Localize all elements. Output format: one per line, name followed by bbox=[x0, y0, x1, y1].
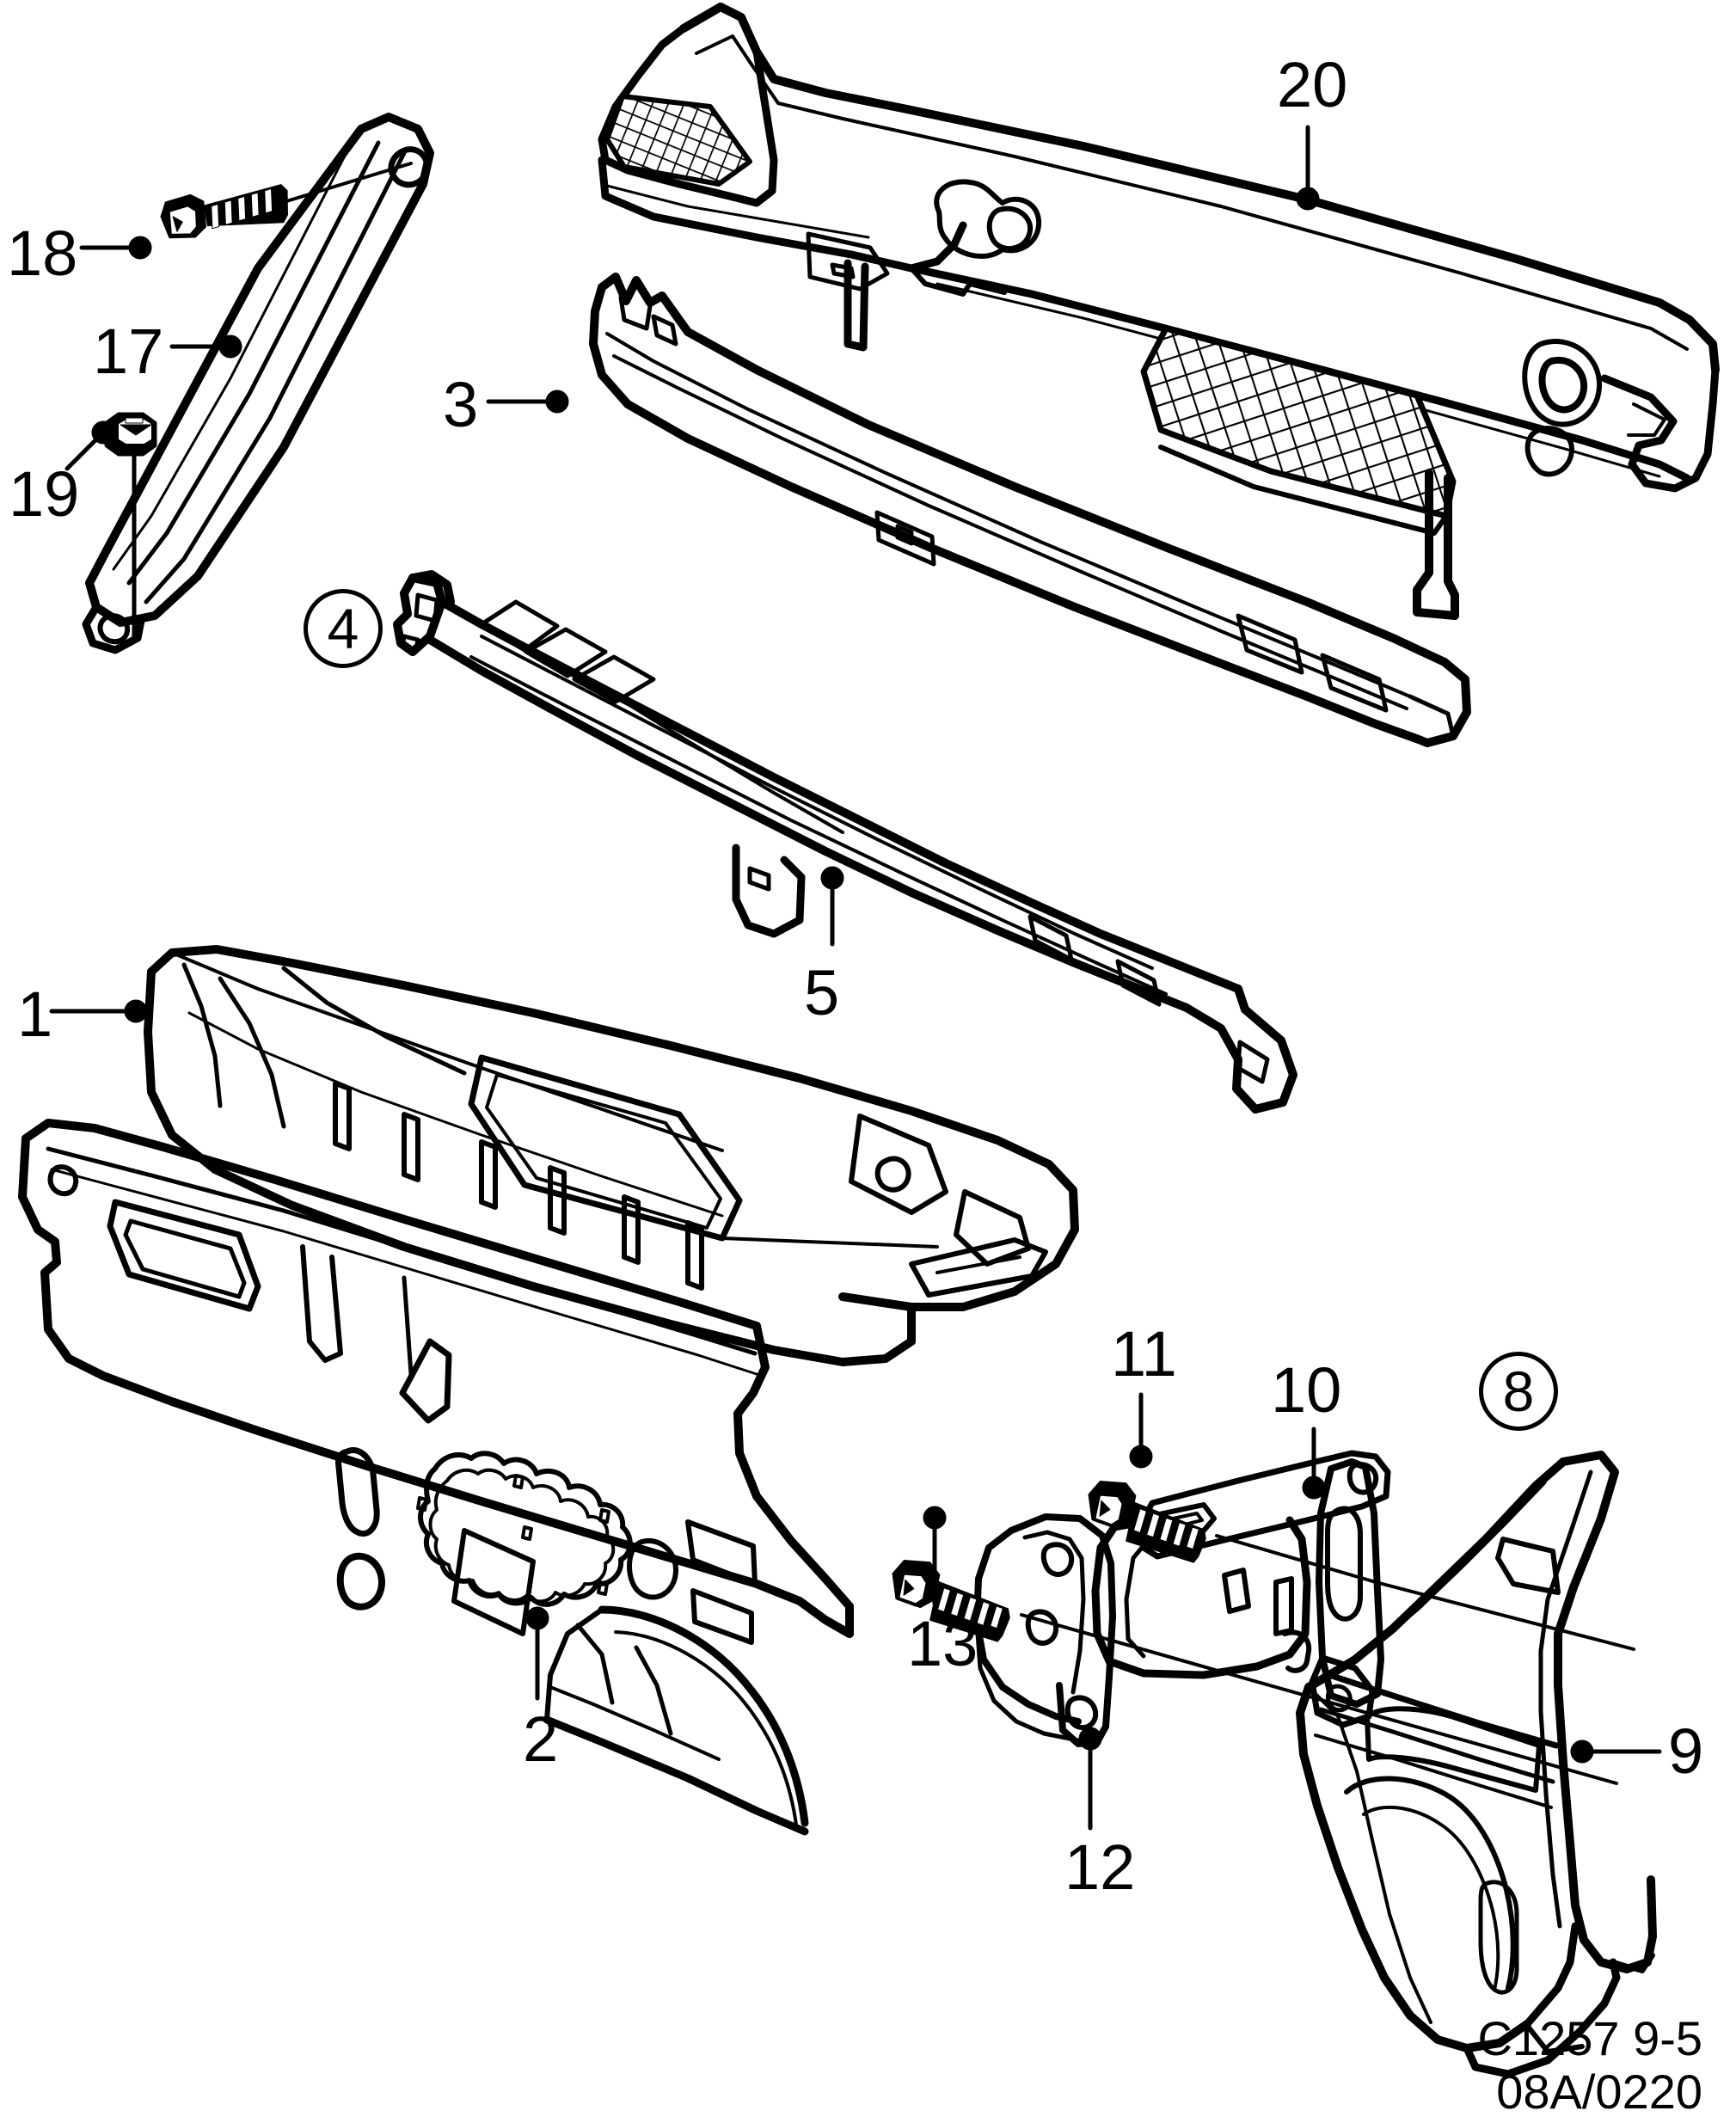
part-cowl-grille-panel bbox=[598, 3, 1720, 620]
part-upper-cowl-reinforcement bbox=[589, 273, 1471, 747]
callout-5[interactable]: 5 bbox=[804, 957, 840, 1028]
footer-revision-code: 08A/0220 bbox=[1496, 2065, 1702, 2119]
callout-19[interactable]: 19 bbox=[9, 458, 80, 530]
callout-11[interactable]: 11 bbox=[1111, 1318, 1177, 1390]
callout-3[interactable]: 3 bbox=[443, 369, 479, 440]
callout-13[interactable]: 13 bbox=[907, 1608, 978, 1679]
callout-2[interactable]: 2 bbox=[523, 1703, 559, 1775]
footer-drawing-number: C1257 9-5 bbox=[1477, 2011, 1702, 2065]
part-hex-nut bbox=[104, 412, 157, 639]
callout-12[interactable]: 12 bbox=[1064, 1832, 1136, 1903]
part-cowl-side-rail bbox=[82, 113, 434, 654]
callout-leaders bbox=[49, 125, 1662, 1831]
callout-1[interactable]: 1 bbox=[17, 979, 53, 1050]
part-cowl-crossmember bbox=[393, 570, 1297, 1114]
part-bolt-upper bbox=[157, 179, 293, 243]
callout-9[interactable]: 9 bbox=[1668, 1715, 1704, 1787]
part-mounting-bracket bbox=[1091, 1450, 1391, 1728]
part-cowl-lower-panel bbox=[144, 945, 1079, 1366]
part-dash-firewall-panel bbox=[18, 1119, 854, 1836]
callout-4-circled[interactable]: 4 bbox=[304, 589, 383, 668]
callout-18[interactable]: 18 bbox=[7, 218, 78, 289]
callout-17[interactable]: 17 bbox=[93, 316, 164, 387]
part-bolt-bracket-upper bbox=[1088, 1480, 1206, 1563]
part-side-bracket bbox=[973, 1513, 1116, 1747]
part-bolt-bracket-lower bbox=[892, 1559, 1010, 1642]
callout-20[interactable]: 20 bbox=[1277, 49, 1348, 120]
callout-10[interactable]: 10 bbox=[1271, 1354, 1342, 1426]
callout-8-circled[interactable]: 8 bbox=[1479, 1352, 1558, 1431]
part-inner-wing-panel bbox=[1296, 1451, 1657, 2078]
